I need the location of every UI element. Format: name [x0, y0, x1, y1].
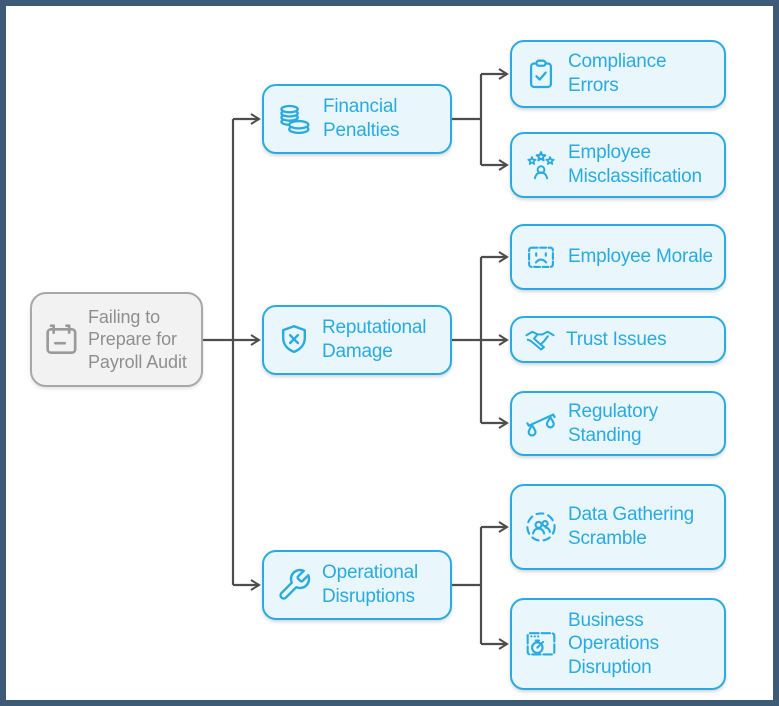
- node-employee-misclassification[interactable]: Employee Misclassification: [510, 132, 726, 198]
- node-regulatory-standing[interactable]: Regulatory Standing: [510, 391, 726, 456]
- sad-face-card-icon: [524, 240, 558, 274]
- node-label: Business Operations Disruption: [568, 609, 659, 678]
- node-label: Trust Issues: [566, 328, 667, 350]
- node-label: Employee Morale: [568, 246, 713, 268]
- wrench-icon: [276, 567, 312, 603]
- node-label: Operational Disruptions: [322, 562, 419, 607]
- shield-x-icon: [276, 322, 312, 358]
- node-business-operations-disruption[interactable]: Business Operations Disruption: [510, 598, 726, 690]
- node-label: Compliance Errors: [568, 51, 667, 96]
- window-timer-icon: [524, 627, 558, 661]
- person-stars-icon: [524, 148, 558, 182]
- node-label: Regulatory Standing: [568, 400, 658, 446]
- node-employee-morale[interactable]: Employee Morale: [510, 224, 726, 290]
- node-compliance-errors[interactable]: Compliance Errors: [510, 40, 726, 108]
- coins-icon: [276, 101, 313, 138]
- node-financial-penalties[interactable]: Financial Penalties: [262, 84, 452, 154]
- scales-icon: [524, 407, 558, 441]
- node-trust-issues[interactable]: Trust Issues: [510, 316, 726, 363]
- node-label: Data Gathering Scramble: [568, 504, 695, 549]
- node-operational-disruptions[interactable]: Operational Disruptions: [262, 550, 452, 620]
- clipboard-check-icon: [524, 57, 558, 91]
- node-label: Employee Misclassification: [568, 142, 702, 187]
- node-label: Reputational Damage: [322, 317, 427, 362]
- handshake-icon: [524, 324, 556, 356]
- people-circle-icon: [524, 510, 558, 544]
- node-label: Financial Penalties: [323, 96, 400, 141]
- node-reputational-damage[interactable]: Reputational Damage: [262, 305, 452, 375]
- calendar-icon: [41, 320, 81, 360]
- node-data-gathering-scramble[interactable]: Data Gathering Scramble: [510, 484, 726, 570]
- node-failing-to-prepare[interactable]: Failing to Prepare for Payroll Audit: [30, 292, 203, 387]
- node-label: Failing to Prepare for Payroll Audit: [88, 307, 187, 372]
